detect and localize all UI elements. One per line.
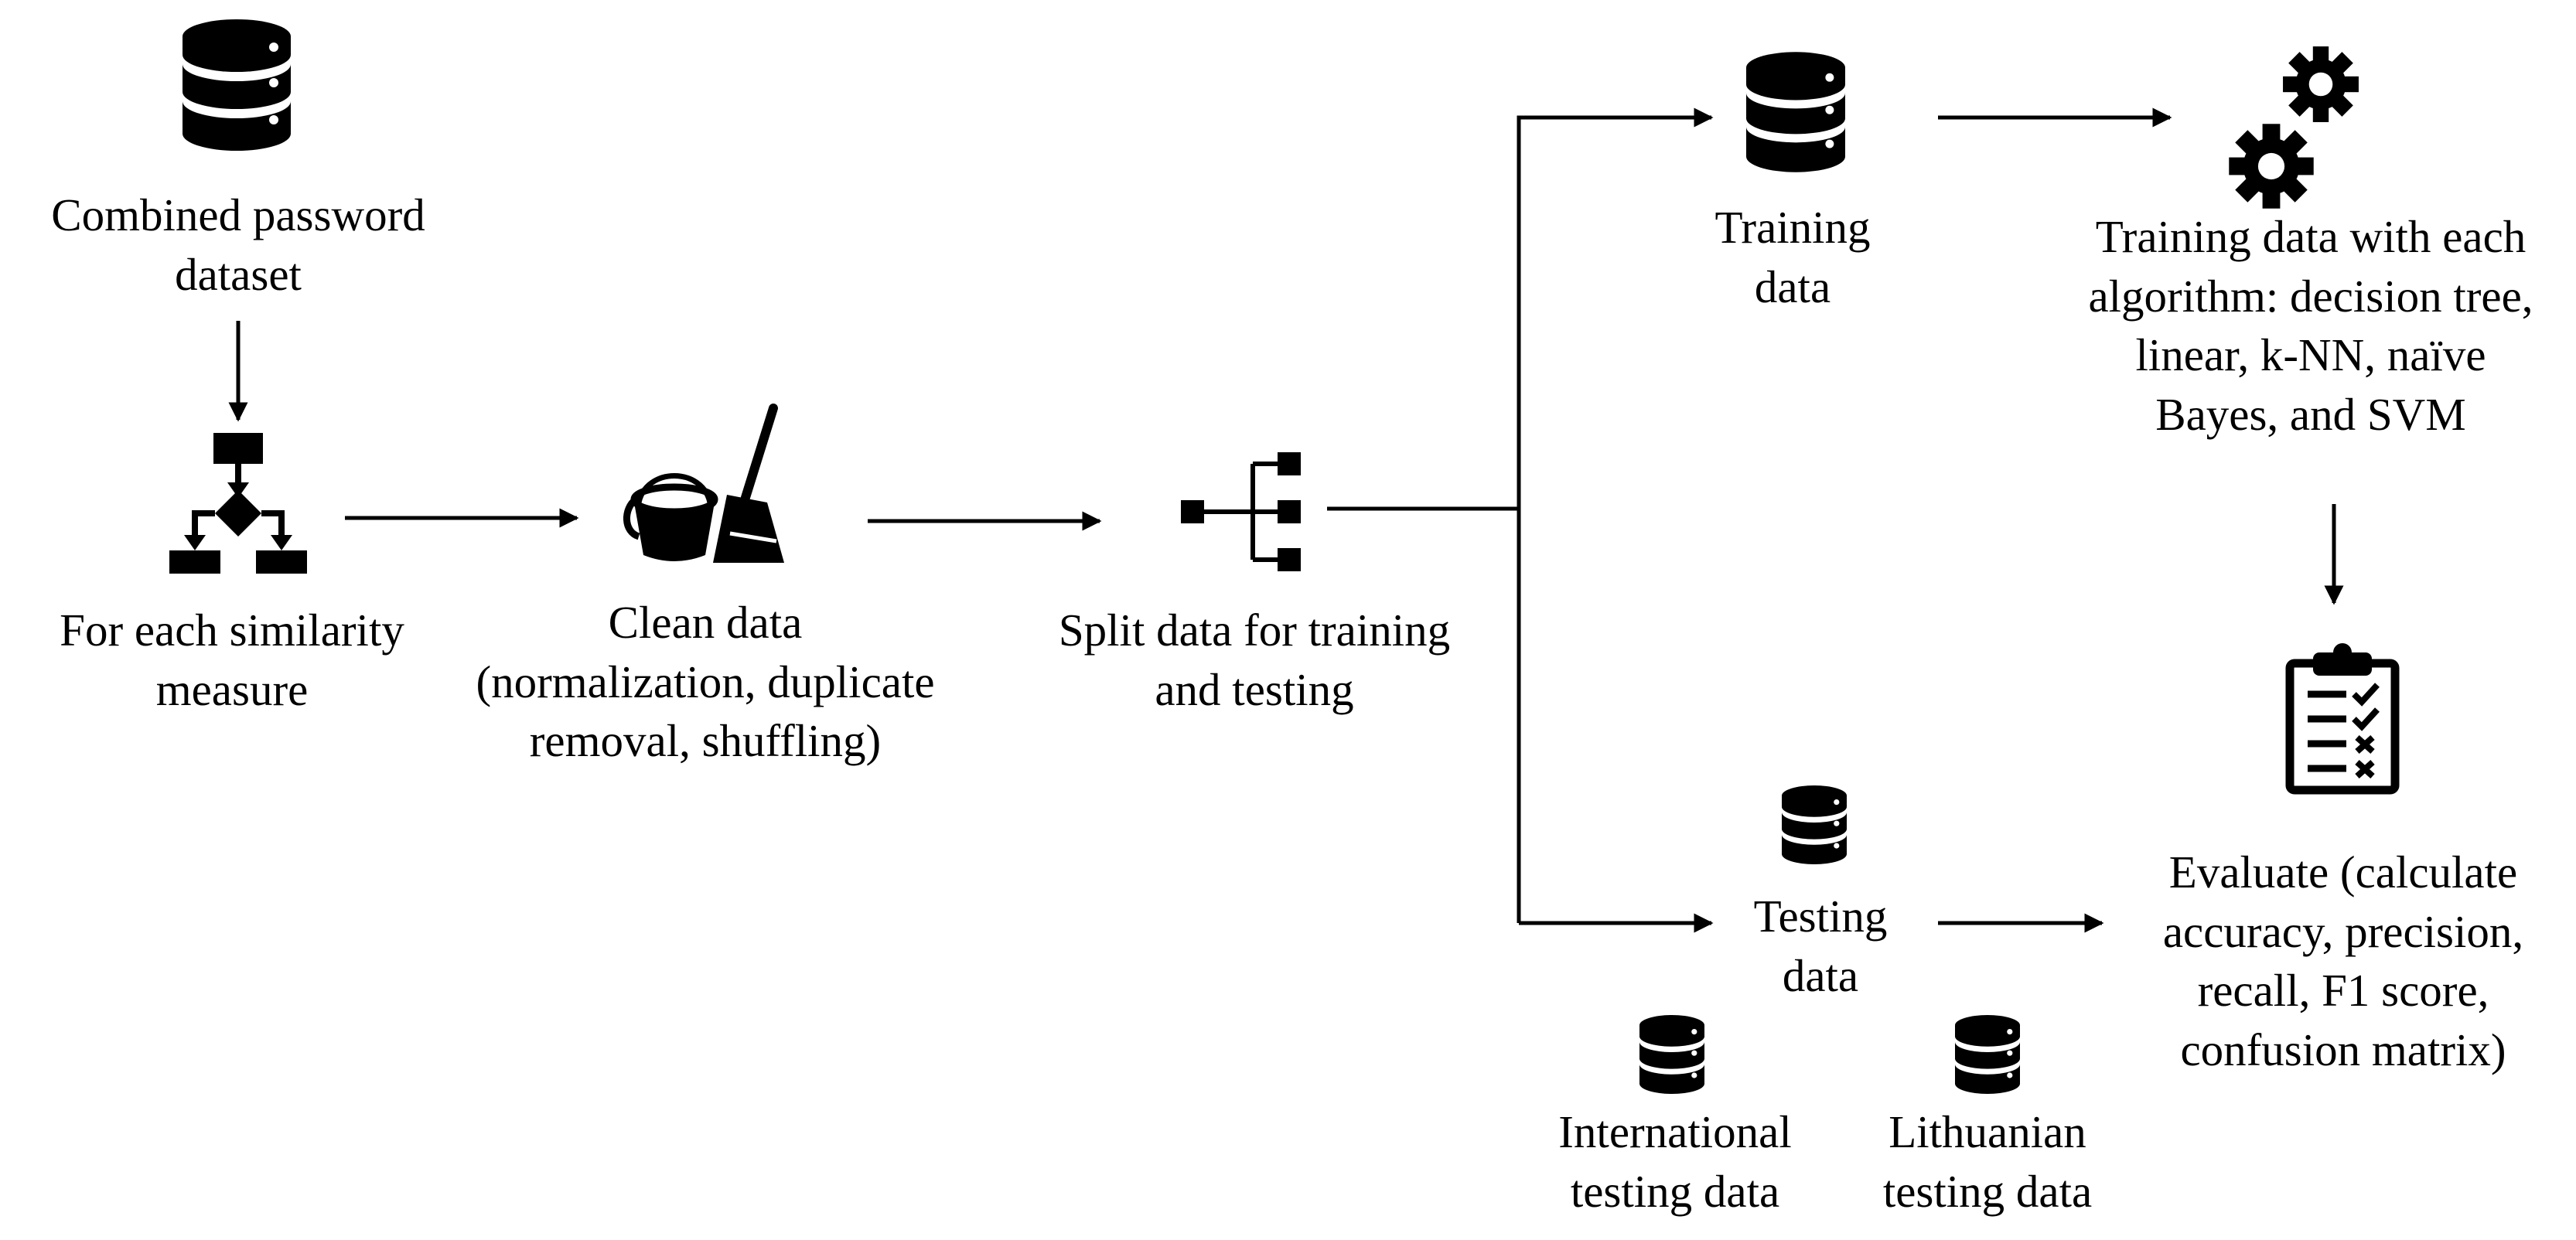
international-testing-data-label: International testing data <box>1558 1106 1792 1217</box>
evaluate-label: Evaluate (calculate accuracy, precision,… <box>2162 847 2524 1076</box>
flowchart-icon <box>169 433 307 574</box>
cleaning-icon <box>623 404 784 563</box>
training-data-label: Training data <box>1714 202 1871 312</box>
connectors <box>228 107 2344 933</box>
database-icon <box>1782 785 1847 864</box>
gears-icon <box>2229 46 2359 209</box>
database-icon <box>1746 52 1845 172</box>
combined-dataset-label: Combined password dataset <box>51 189 425 300</box>
similarity-measure-label: For each similarity measure <box>60 605 404 715</box>
split-data-label: Split data for training and testing <box>1058 605 1451 715</box>
database-icon <box>183 19 291 151</box>
clipboard-checklist-icon <box>2285 643 2400 795</box>
database-icon <box>1955 1015 2020 1094</box>
lithuanian-testing-data-label: Lithuanian testing data <box>1882 1106 2093 1217</box>
clean-data-label: Clean data (normalization, duplicate rem… <box>476 597 935 767</box>
split-icon <box>1181 452 1301 571</box>
arrow-split-to-training <box>1517 107 1714 923</box>
database-icon <box>1639 1015 1704 1094</box>
testing-data-label: Testing data <box>1753 891 1888 1001</box>
algorithms-label: Training data with each algorithm: decis… <box>2088 211 2533 441</box>
